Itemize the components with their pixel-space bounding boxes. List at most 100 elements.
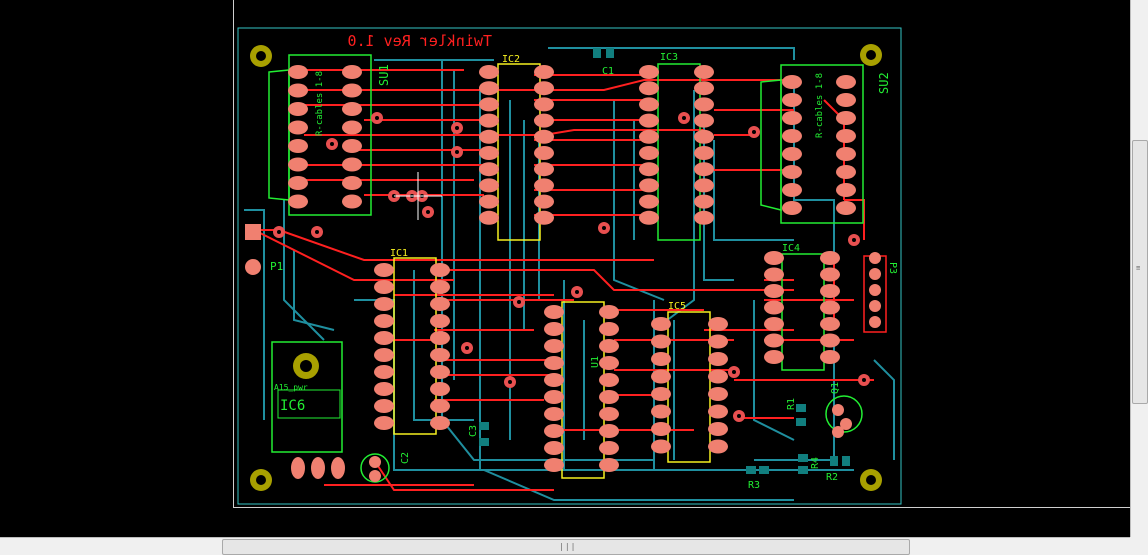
ic2-pad — [534, 146, 554, 160]
component-pads — [288, 65, 881, 482]
ic1-pad — [430, 314, 450, 328]
c2-pad — [369, 470, 381, 482]
grip-lines-icon: ≡ — [1136, 264, 1141, 272]
via-hole — [455, 150, 459, 154]
label-r2: R2 — [826, 472, 838, 483]
su1-pad — [288, 120, 308, 135]
su1-pad — [342, 176, 362, 190]
ic1-pad — [430, 297, 450, 311]
ic3-pad — [694, 178, 714, 193]
vertical-scroll-thumb[interactable]: ≡ — [1132, 140, 1148, 404]
crosshair-cursor — [394, 172, 442, 220]
ic6-pad — [291, 457, 305, 479]
ic1-outline — [393, 257, 437, 435]
scrollbar-corner — [1130, 537, 1148, 555]
p3-pad — [869, 252, 881, 264]
grip-lines-icon: ||| — [559, 542, 577, 551]
ic5-pad — [651, 439, 671, 454]
label-c2: C2 — [400, 452, 411, 464]
via-hole — [732, 370, 736, 374]
ic4-pad — [820, 350, 840, 364]
ic1-pad — [374, 263, 394, 277]
su1-pad — [288, 157, 308, 172]
ic2-pad — [479, 97, 499, 112]
ic1-pad — [430, 365, 450, 379]
ic1-pad — [430, 263, 450, 277]
ic3-pad — [694, 113, 714, 128]
ic5-pad — [651, 317, 671, 331]
ic6-pad — [331, 457, 345, 479]
label-p1: P1 — [270, 260, 283, 273]
ic5-outline — [667, 311, 711, 463]
label-ic2: IC2 — [502, 54, 520, 65]
su2-pad — [782, 75, 802, 89]
c2-pad — [369, 456, 381, 468]
ic5-pad — [651, 387, 671, 401]
ic1-pad — [430, 382, 450, 396]
ic2-pad — [479, 162, 499, 177]
su2-pad — [836, 129, 856, 143]
ic1-pad — [430, 416, 450, 430]
su1-pad — [288, 139, 308, 153]
via-hole — [375, 116, 379, 120]
ic5-pad — [651, 352, 671, 366]
pcb-canvas[interactable]: Twinkler Rev 1.0 SU1 SU2 IC2 IC3 C1 IC1 … — [0, 0, 1131, 537]
ic4-pad — [820, 300, 840, 315]
ic2-pad — [534, 178, 554, 193]
u1-pad — [599, 373, 619, 387]
ic3-pad — [639, 113, 659, 128]
via-hole — [517, 300, 521, 304]
board-view[interactable]: Twinkler Rev 1.0 SU1 SU2 IC2 IC3 C1 IC1 … — [233, 0, 1131, 508]
label-c3: C3 — [468, 425, 479, 437]
via-hole — [465, 346, 469, 350]
horizontal-scroll-thumb[interactable]: ||| — [222, 539, 910, 555]
ic3-pad — [639, 97, 659, 112]
ic2-pad — [534, 210, 554, 225]
via-hole — [508, 380, 512, 384]
u1-pad — [599, 390, 619, 404]
via-hole — [602, 226, 606, 230]
u1-pad — [544, 373, 564, 387]
su2-pad — [782, 129, 802, 143]
ic1-pad — [374, 314, 394, 328]
vertical-scrollbar[interactable]: ≡ — [1130, 0, 1148, 537]
ic4-pad — [764, 284, 784, 298]
via-hole — [575, 290, 579, 294]
ic3-pad — [639, 194, 659, 209]
ic5-pad — [708, 369, 728, 384]
ic2-pad — [534, 129, 554, 144]
ic4-pad — [820, 284, 840, 298]
ic5-pad — [708, 422, 728, 436]
p1-square-pad — [245, 224, 261, 240]
ic5-pad — [708, 334, 728, 349]
su2-pad — [836, 201, 856, 215]
label-r3: R3 — [748, 480, 760, 491]
label-su1: SU1 — [377, 64, 391, 86]
u1-pad — [599, 407, 619, 421]
ic2-pad — [479, 81, 499, 96]
su1-pad — [288, 176, 308, 190]
ic1-pad — [374, 382, 394, 396]
ic2-pad — [534, 65, 554, 79]
via-hole — [682, 116, 686, 120]
u1-pad — [544, 407, 564, 421]
ic5-pad — [651, 404, 671, 419]
ic3-pad — [639, 81, 659, 96]
u1-pad — [599, 458, 619, 472]
ic6-pad — [311, 457, 325, 479]
horizontal-scrollbar[interactable]: ||| — [0, 537, 1130, 555]
su1-pad — [342, 157, 362, 172]
socket-su2 — [760, 64, 864, 224]
ic2-pad — [534, 81, 554, 96]
ic2-pad — [479, 210, 499, 225]
ic5-pad — [708, 439, 728, 454]
ic2-pad — [534, 97, 554, 112]
q1-pad — [840, 418, 852, 430]
ic1-pad — [374, 416, 394, 430]
label-p3: P3 — [887, 262, 898, 274]
su2-pad — [782, 183, 802, 197]
via-hole — [852, 238, 856, 242]
u1-pad — [544, 390, 564, 404]
ic4-pad — [820, 267, 840, 282]
ic5-pad — [708, 404, 728, 419]
